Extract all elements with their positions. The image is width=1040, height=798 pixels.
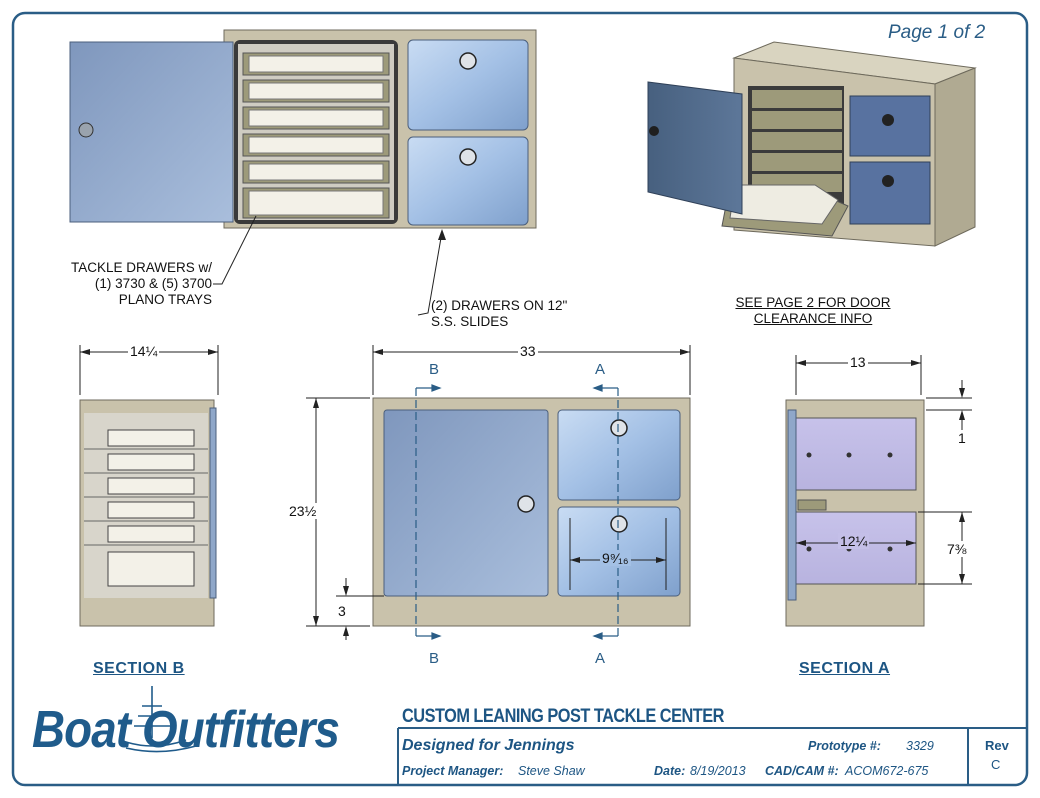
section-a-marker-top: A: [595, 361, 606, 378]
upper-drawer-face: [557, 409, 681, 501]
section-a-marker-bottom: A: [595, 650, 606, 667]
dim-section-b-width: 14¼: [128, 343, 160, 359]
tackle-leader-line: [213, 215, 257, 285]
door-latch-icon: [78, 122, 94, 138]
boat-outfitters-logo: Boat Outfitters: [32, 701, 340, 759]
section-b-view: [79, 345, 219, 627]
see-page-2-note: SEE PAGE 2 FOR DOOR CLEARANCE INFO: [735, 295, 891, 326]
dim-drawer-slide-width: 9⁹⁄₁₆: [600, 550, 631, 566]
dim-toe-kick: 3: [338, 603, 346, 619]
section-cut-lines: [415, 384, 619, 640]
drawer-pull-icon: [610, 419, 628, 437]
tackle-drawers-note: TACKLE DRAWERS w/ (1) 3730 & (5) 3700 PL…: [70, 260, 212, 307]
drawer-pull-icon: [459, 52, 477, 70]
door-latch-icon: [649, 126, 659, 136]
project-manager-value: Steve Shaw: [518, 764, 585, 778]
date-value: 8/19/2013: [690, 764, 746, 778]
date-label: Date:: [654, 764, 686, 778]
dim-section-a-drawer-width: 12¼: [838, 533, 870, 549]
project-title: CUSTOM LEANING POST TACKLE CENTER: [402, 706, 724, 727]
lower-drawer-face: [407, 136, 529, 226]
front-view-dimensioned: [306, 345, 691, 640]
rev-value: C: [991, 757, 1001, 772]
drawers-slides-note: (2) DRAWERS ON 12" S.S. SLIDES: [431, 298, 568, 329]
door-latch-icon: [517, 495, 535, 513]
cadcam-label: CAD/CAM #:: [765, 764, 839, 778]
prototype-label: Prototype #:: [808, 739, 881, 753]
dim-section-a-top: 1: [958, 430, 966, 446]
front-view-open: [69, 29, 537, 316]
tackle-trays: [242, 52, 390, 219]
open-door: [69, 41, 234, 223]
drawers-leader-line: [417, 231, 443, 316]
rev-label: Rev: [985, 738, 1009, 753]
title-block: [119, 686, 1026, 784]
sheet-border: [11, 11, 1029, 787]
drawer-pull-icon: [882, 114, 894, 126]
upper-drawer-face: [407, 39, 529, 131]
sailboat-logo-icon: [119, 686, 197, 753]
cadcam-value: ACOM672-675: [845, 764, 929, 778]
section-b-marker-bottom: B: [429, 650, 440, 667]
section-a-view: [785, 355, 972, 627]
section-b-title: SECTION B: [93, 660, 185, 677]
front-door: [383, 409, 549, 597]
project-manager-label: Project Manager:: [402, 764, 504, 778]
dim-section-a-width: 13: [848, 354, 868, 370]
drawer-pull-icon: [610, 515, 628, 533]
page-number: Page 1 of 2: [888, 22, 986, 43]
section-b-marker-top: B: [429, 361, 440, 378]
dim-front-height: 23½: [287, 503, 319, 519]
dim-section-a-drawer-height: 7⅜: [945, 541, 969, 557]
isometric-view: [647, 41, 977, 247]
designed-for: Designed for Jennings: [402, 737, 575, 754]
drawer-pull-icon: [459, 148, 477, 166]
dim-front-width: 33: [518, 343, 538, 359]
prototype-value: 3329: [906, 739, 934, 753]
section-a-title: SECTION A: [799, 660, 891, 677]
drawer-pull-icon: [882, 175, 894, 187]
